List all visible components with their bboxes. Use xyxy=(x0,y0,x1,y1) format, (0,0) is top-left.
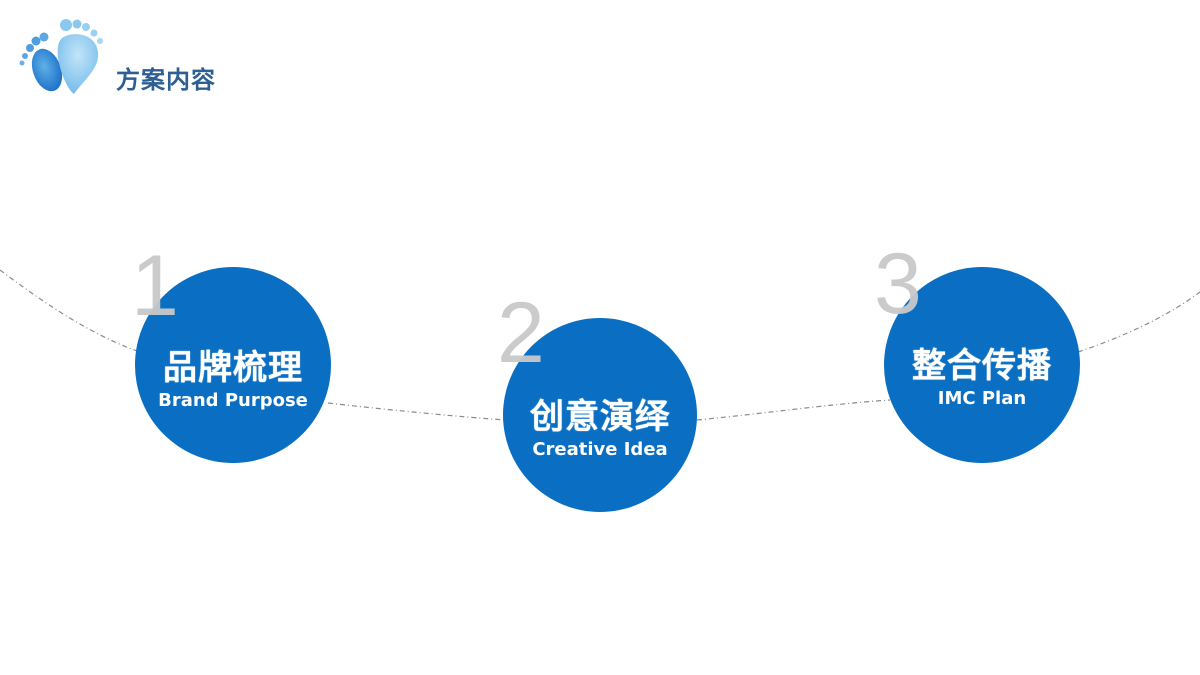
page-title: 方案内容 xyxy=(116,66,216,94)
step-circle: 品牌梳理 Brand Purpose xyxy=(135,267,331,463)
step-title-cn: 整合传播 xyxy=(912,346,1052,386)
step-number: 2 xyxy=(497,285,545,381)
step-circle: 创意演绎 Creative Idea xyxy=(503,318,697,512)
step-title-en: IMC Plan xyxy=(937,388,1027,409)
step-title-en: Creative Idea xyxy=(532,439,668,460)
step-title-cn: 品牌梳理 xyxy=(163,348,303,388)
step-number: 1 xyxy=(131,238,179,334)
step-number: 3 xyxy=(874,236,922,332)
step-circle: 整合传播 IMC Plan xyxy=(884,267,1080,463)
page-header: 方案内容 xyxy=(14,8,274,98)
step-title-en: Brand Purpose xyxy=(158,390,308,411)
step-title-cn: 创意演绎 xyxy=(530,397,670,437)
baby-footprints-icon xyxy=(19,19,103,94)
